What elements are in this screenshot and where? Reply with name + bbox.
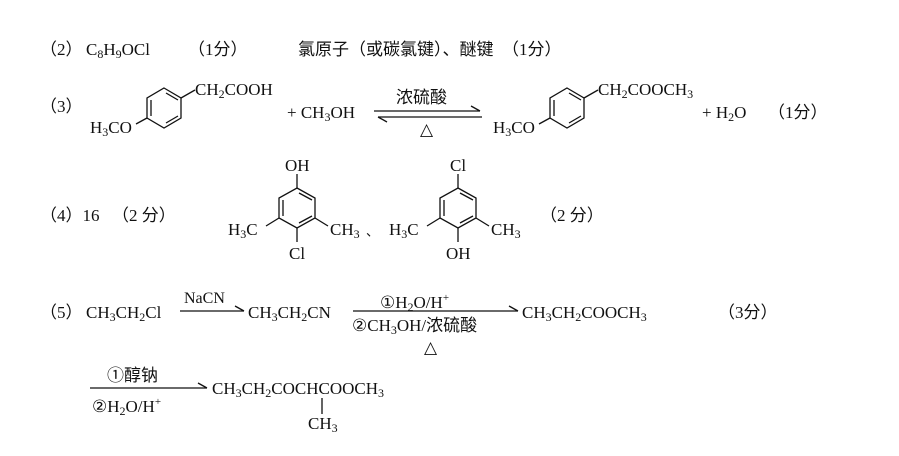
q5-final-branch-methyl: CH3 [308,414,338,435]
q3-equilibrium-arrows [374,105,482,123]
q5-step-1-arrow [180,305,245,312]
q3-product-substituent: CH2COOCH3 [598,80,694,101]
q4-score-2: （2 分） [540,206,604,225]
q5-final-product: CH3CH2COCHCOOCH3 [212,379,384,400]
q3-reactant-benzene-ring [135,87,196,129]
q4-isomer-1-top: OH [285,156,310,175]
q5-step-3-top-condition: ①醇钠 [107,366,158,385]
q4-isomer-2-right: CH3 [491,220,521,241]
q3-condition-bottom: △ [420,120,434,139]
q4-isomer-1-left: H3C [228,220,258,241]
q5-ester: CH3CH2COOCH3 [522,303,647,324]
q4-label: （4）16 [40,206,100,225]
q5-step-2-top-condition: ①H2O/H+ [380,292,450,314]
q3-methanol: + CH3OH [287,103,356,124]
q3-reactant-methoxy: H3CO [90,118,132,139]
q3-product-benzene-ring [538,87,599,129]
q3-label: （3） [40,97,83,116]
q3-water: + H2O [702,103,747,124]
q4-separator: 、 [366,224,380,239]
q4-isomer-2-left: H3C [389,220,419,241]
q4-isomer-2-benzene-ring [426,174,490,242]
q3-score: （1分） [768,103,828,122]
q4-isomer-1-bottom: Cl [289,244,306,263]
q5-nitrile: CH3CH2CN [248,303,331,324]
q5-step-3-arrow [90,382,208,389]
q3-condition-top: 浓硫酸 [396,88,447,107]
q5-score: （3分） [718,303,778,322]
q3-product-methoxy: H3CO [493,118,535,139]
q4-isomer-2-bottom: OH [446,244,471,263]
q2-functional-groups: 氯原子（或碳氯键）、醚键 [298,40,494,59]
q4-isomer-1-right: CH3 [330,220,360,241]
q5-step-1-reagent: NaCN [184,290,225,307]
q3-reactant-substituent: CH2COOH [195,80,273,101]
q5-label: （5） [40,303,83,322]
q5-start-material: CH3CH2Cl [86,303,162,324]
q2-score-1: （1分） [188,40,248,59]
q4-isomer-2-top: Cl [450,156,467,175]
q5-step-2-bottom-condition: ②CH3OH/浓硫酸 [352,316,478,337]
q5-step-3-bottom-condition: ②H2O/H+ [92,396,162,418]
q2-label: （2） [40,40,83,59]
q4-isomer-1-benzene-ring [265,174,329,242]
q2-formula: C8H9OCl [86,40,150,61]
q4-score-1: （2 分） [112,206,176,225]
q5-step-2-arrow [353,305,519,312]
q2-score-2: （1分） [502,40,562,59]
q5-step-2-heat: △ [424,338,438,357]
